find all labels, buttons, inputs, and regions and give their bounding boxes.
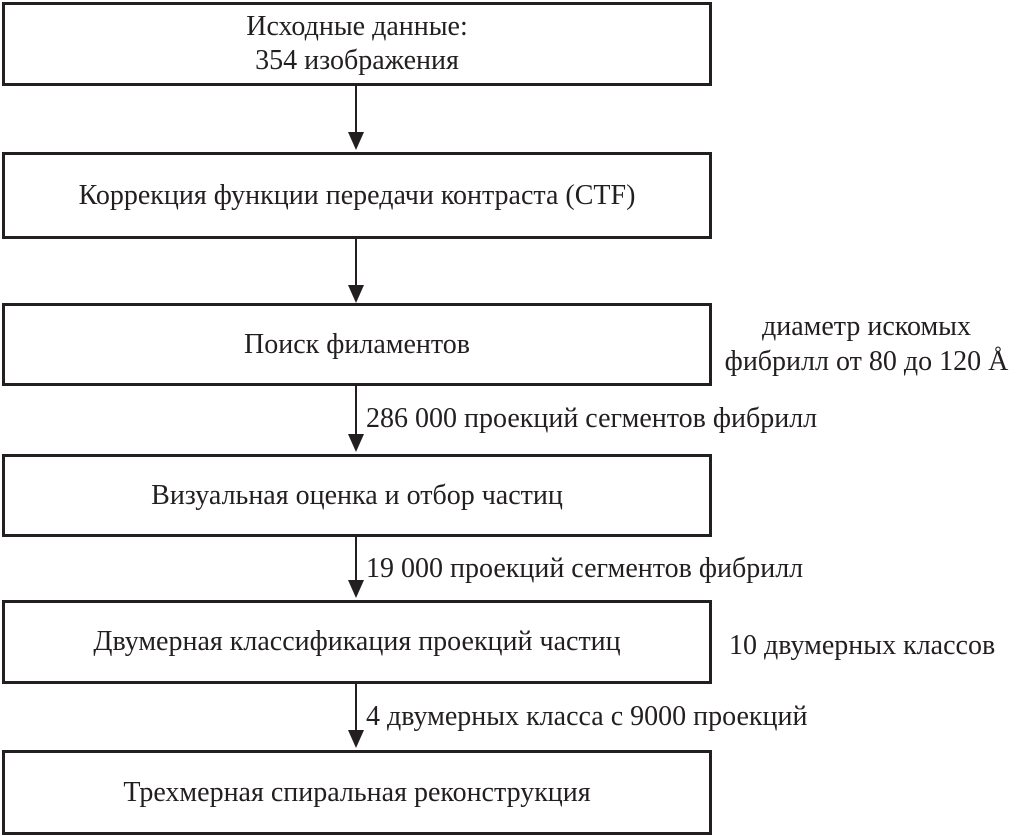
arrow-source-to-ctf	[348, 86, 364, 150]
side-note-fibril-diameter: диаметр искомых фибрилл от 80 до 120 Å	[724, 311, 1009, 377]
arrow-down-icon	[348, 132, 364, 150]
arrow-down-icon	[348, 285, 364, 303]
arrow-label-19000-projections: 19 000 проекций сегментов фибрилл	[366, 553, 804, 584]
arrow-2d-to-3d-reconstruction	[348, 684, 364, 748]
arrow-filament-search-to-visual	[348, 386, 364, 452]
arrow-shaft	[355, 684, 357, 732]
arrow-down-icon	[348, 580, 364, 598]
flow-box-visual-assessment: Визуальная оценка и отбор частиц	[2, 454, 712, 537]
arrow-shaft	[355, 537, 357, 582]
arrow-shaft	[355, 239, 357, 287]
arrow-label-4-classes-9000-projections: 4 двумерных класса с 9000 проекций	[366, 701, 808, 732]
arrow-ctf-to-filament-search	[348, 239, 364, 303]
arrow-down-icon	[348, 434, 364, 452]
arrow-shaft	[355, 386, 357, 436]
flow-box-filament-search: Поиск филаментов	[2, 303, 712, 386]
arrow-shaft	[355, 86, 357, 134]
arrow-down-icon	[348, 730, 364, 748]
arrow-visual-to-2d-classification	[348, 537, 364, 598]
side-note-10-classes: 10 двумерных классов	[729, 630, 996, 661]
flow-box-2d-classification: Двумерная классификация проекций частиц	[2, 600, 712, 684]
arrow-label-286000-projections: 286 000 проекций сегментов фибрилл	[366, 403, 818, 434]
flow-box-source-data: Исходные данные: 354 изображения	[2, 2, 712, 86]
flow-box-3d-helical-reconstruction: Трехмерная спиральная реконструкция	[2, 750, 712, 835]
flow-box-ctf-correction: Коррекция функции передачи контраста (CT…	[2, 152, 712, 239]
